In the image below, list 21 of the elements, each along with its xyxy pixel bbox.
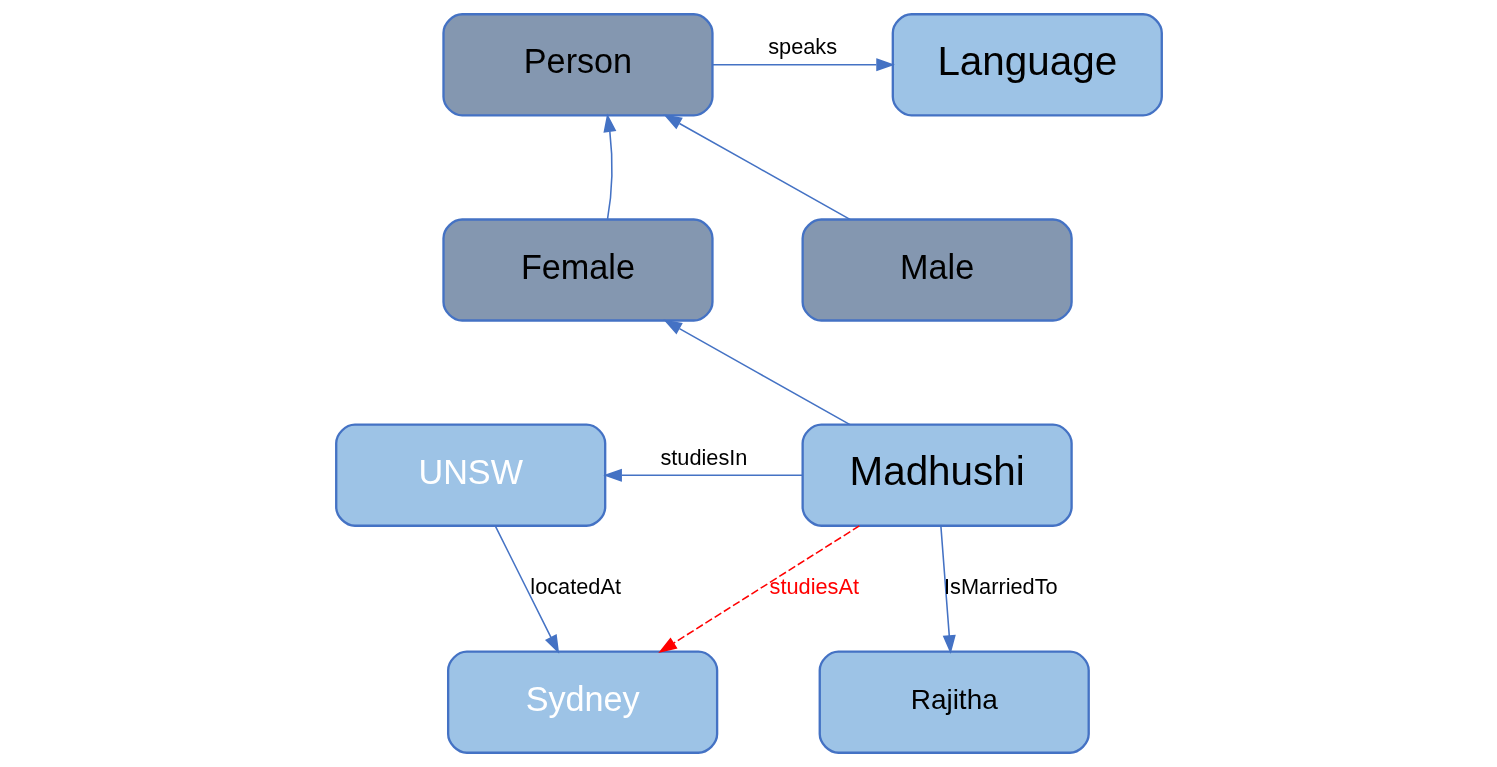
node-box: Person: [441, 13, 714, 117]
arrow: [602, 113, 616, 220]
node-box: Sydney: [446, 650, 718, 754]
node-box: Rajitha: [818, 650, 1090, 754]
arrow: [939, 525, 956, 654]
edge-label: IsMarriedTo: [943, 574, 1058, 600]
edge-label: locatedAt: [529, 574, 621, 600]
arrow: [657, 525, 860, 653]
node-box: Language: [891, 13, 1163, 117]
arrow: [711, 58, 895, 72]
node-box: Female: [441, 218, 714, 322]
arrow: [662, 319, 851, 426]
arrow: [494, 525, 559, 654]
node-box: Male: [800, 218, 1073, 322]
node-box: UNSW: [334, 423, 606, 527]
arrow: [662, 114, 851, 221]
edge-label: speaks: [767, 34, 837, 60]
arrow: [602, 468, 803, 482]
edge-label: studiesIn: [659, 444, 747, 470]
node-box: Madhushi: [800, 423, 1073, 527]
edge-label: studiesAt: [769, 574, 859, 600]
